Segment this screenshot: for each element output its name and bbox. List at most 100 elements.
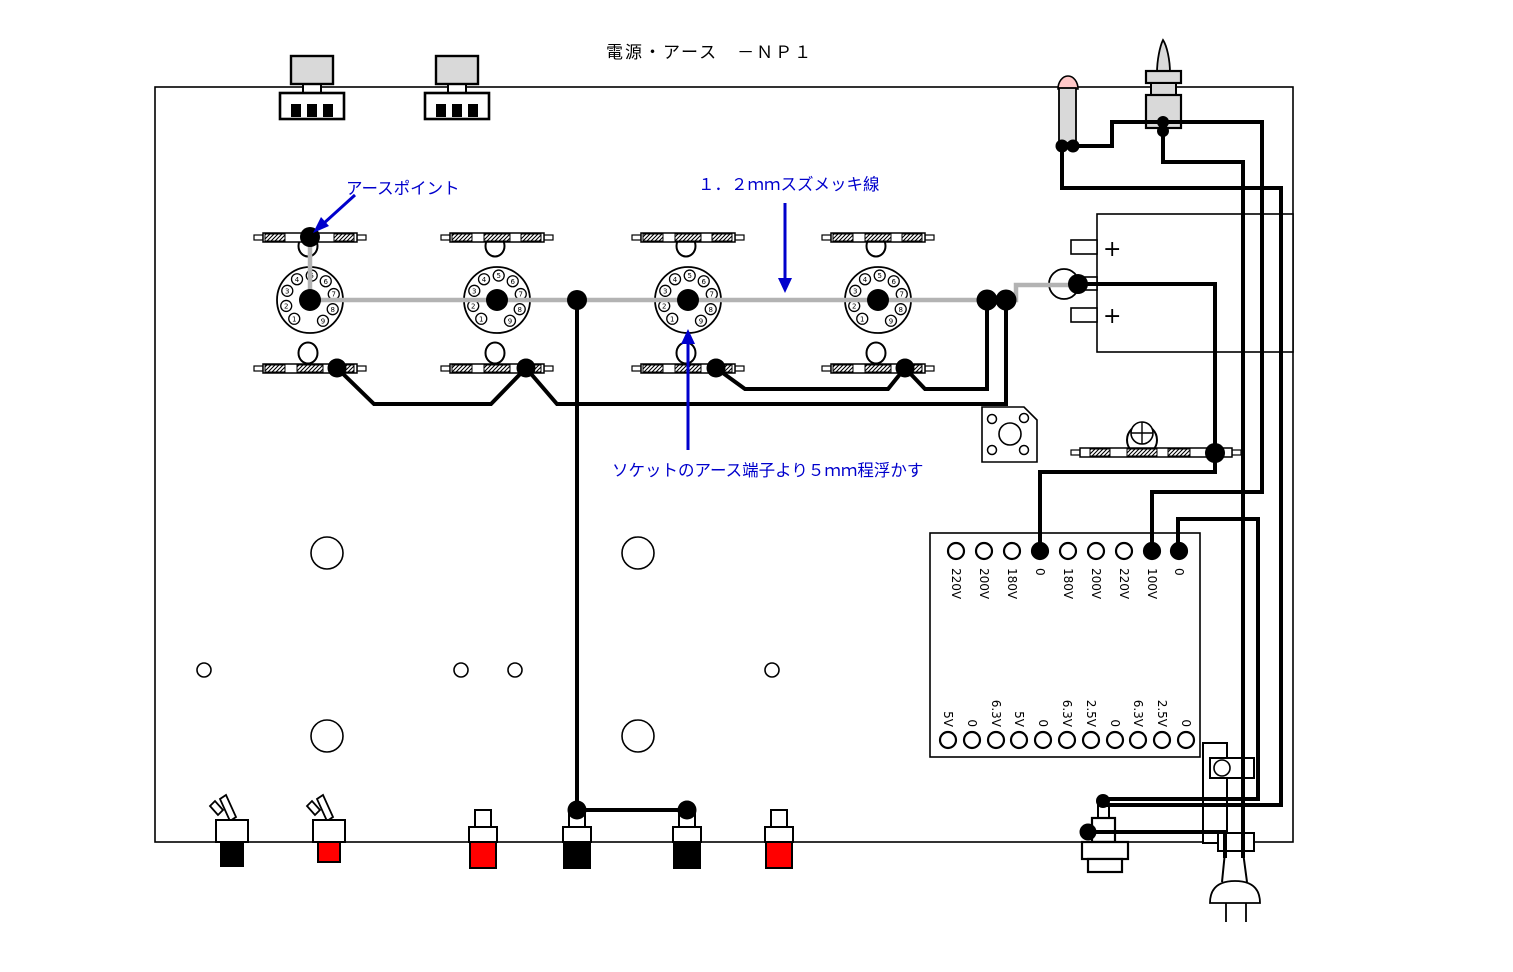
solder-joint bbox=[1055, 139, 1069, 153]
secondary-terminal bbox=[1105, 730, 1125, 750]
socket-pin-number: 5 bbox=[877, 272, 881, 280]
connector-cap bbox=[289, 54, 335, 86]
socket-pin-number: 1 bbox=[292, 315, 296, 323]
socket-pin bbox=[887, 275, 900, 288]
strip-end-tab bbox=[253, 234, 264, 241]
float-note-arrow bbox=[681, 329, 695, 450]
capacitor-plus-bottom: + bbox=[1103, 304, 1121, 329]
secondary-terminal bbox=[986, 730, 1006, 750]
socket-pin bbox=[704, 303, 717, 316]
capacitor-tab-plus-top bbox=[1070, 239, 1098, 255]
solder-joint bbox=[327, 358, 347, 378]
socket-pin-number: 4 bbox=[295, 276, 300, 284]
socket-pin bbox=[280, 299, 293, 313]
fuse-cap bbox=[1086, 857, 1124, 874]
ground-wire-strip1-strip2 bbox=[335, 366, 528, 406]
connector-pin bbox=[307, 104, 317, 117]
strip-lug bbox=[264, 364, 286, 373]
secondary-terminal-label: 0 bbox=[1108, 719, 1122, 727]
solder-joints-layer bbox=[299, 116, 1225, 841]
ground-bus-wire bbox=[310, 282, 1072, 303]
socket-pin-number: 4 bbox=[863, 276, 868, 284]
strip-lug bbox=[264, 233, 286, 242]
strip-lug bbox=[711, 233, 733, 242]
chassis-hole bbox=[453, 662, 469, 678]
socket-pin bbox=[659, 284, 672, 297]
chassis-hole bbox=[310, 719, 344, 753]
socket-pin-number: 8 bbox=[708, 306, 712, 314]
secondary-terminal bbox=[962, 730, 982, 750]
socket-pin bbox=[477, 273, 491, 286]
strip-lug bbox=[451, 233, 473, 242]
secondary-terminal-label: 6.3V bbox=[1131, 700, 1145, 728]
primary-terminal-label: 200V bbox=[977, 568, 991, 600]
plate-hole bbox=[986, 413, 998, 425]
toggle-base bbox=[317, 841, 341, 863]
secondary-terminal bbox=[1033, 730, 1053, 750]
wires-layer bbox=[335, 120, 1283, 858]
primary-terminal bbox=[1058, 541, 1078, 561]
strip-lug bbox=[296, 364, 324, 373]
socket-pin-number: 5 bbox=[496, 272, 500, 280]
socket-pin-number: 8 bbox=[517, 306, 521, 314]
socket-pin bbox=[884, 314, 898, 327]
socket-pin bbox=[856, 312, 869, 325]
strip-end-tab bbox=[924, 234, 935, 241]
solder-joint bbox=[1205, 443, 1225, 463]
socket-pin bbox=[290, 273, 304, 286]
tag-strip bbox=[440, 232, 554, 258]
edge-connector bbox=[278, 54, 346, 121]
secondary-terminal-label: 6.3V bbox=[1060, 700, 1074, 728]
strip-ear bbox=[484, 341, 506, 365]
jack-collar bbox=[468, 826, 498, 843]
socket-pin-number: 3 bbox=[663, 287, 667, 295]
zero-to-fuse-wire bbox=[1103, 517, 1260, 801]
mounting-plate bbox=[981, 406, 1038, 463]
plug-body bbox=[1209, 880, 1261, 904]
jack-collar bbox=[562, 826, 592, 843]
tag-strip bbox=[631, 232, 745, 258]
socket-pin-number: 7 bbox=[332, 291, 336, 299]
secondary-terminal bbox=[1081, 730, 1101, 750]
secondary-terminal bbox=[938, 730, 958, 750]
socket-pin bbox=[697, 275, 710, 288]
switch-neck bbox=[1150, 82, 1177, 96]
strip-lug bbox=[832, 233, 854, 242]
socket-pin bbox=[873, 269, 886, 282]
rca-jack bbox=[468, 809, 498, 869]
socket-pin-number: 9 bbox=[889, 317, 893, 325]
float-note-label: ソケットのアース端子より５ｍｍ程浮かす bbox=[612, 461, 923, 480]
primary-terminal-label: 180V bbox=[1005, 568, 1019, 600]
socket-pin bbox=[492, 269, 505, 282]
socket-pin-number: 3 bbox=[472, 287, 476, 295]
socket-pin-number: 6 bbox=[702, 278, 707, 286]
socket-pin-number: 4 bbox=[482, 276, 487, 284]
toggle-switch bbox=[305, 793, 346, 863]
plug-prongs bbox=[1225, 903, 1247, 922]
socket-pin bbox=[694, 314, 708, 327]
solder-joint bbox=[976, 289, 998, 311]
connector-pin bbox=[452, 104, 462, 117]
socket-pin-number: 2 bbox=[662, 303, 666, 311]
socket-pin bbox=[666, 312, 679, 325]
plate-hole bbox=[986, 444, 998, 456]
toggle-base bbox=[220, 841, 244, 867]
solder-joint bbox=[1096, 794, 1110, 808]
plate-hole bbox=[1018, 444, 1030, 456]
primary-terminal-label: 100V bbox=[1145, 568, 1159, 600]
connector-pin bbox=[291, 104, 301, 117]
socket-pin-number: 1 bbox=[670, 315, 674, 323]
strip-end-tab bbox=[1231, 449, 1242, 456]
solder-joint bbox=[1068, 274, 1088, 294]
chassis-hole bbox=[310, 536, 344, 570]
jack-post bbox=[770, 809, 788, 829]
socket-pin-number: 7 bbox=[900, 291, 904, 299]
socket-pin bbox=[513, 303, 526, 316]
toggle-tab bbox=[208, 799, 225, 817]
capacitor-ground-to-transformer-wire bbox=[1038, 282, 1217, 551]
socket-pin bbox=[326, 303, 339, 316]
connector-pin bbox=[436, 104, 446, 117]
solder-joint bbox=[1157, 116, 1169, 128]
toggle-body bbox=[312, 819, 346, 843]
